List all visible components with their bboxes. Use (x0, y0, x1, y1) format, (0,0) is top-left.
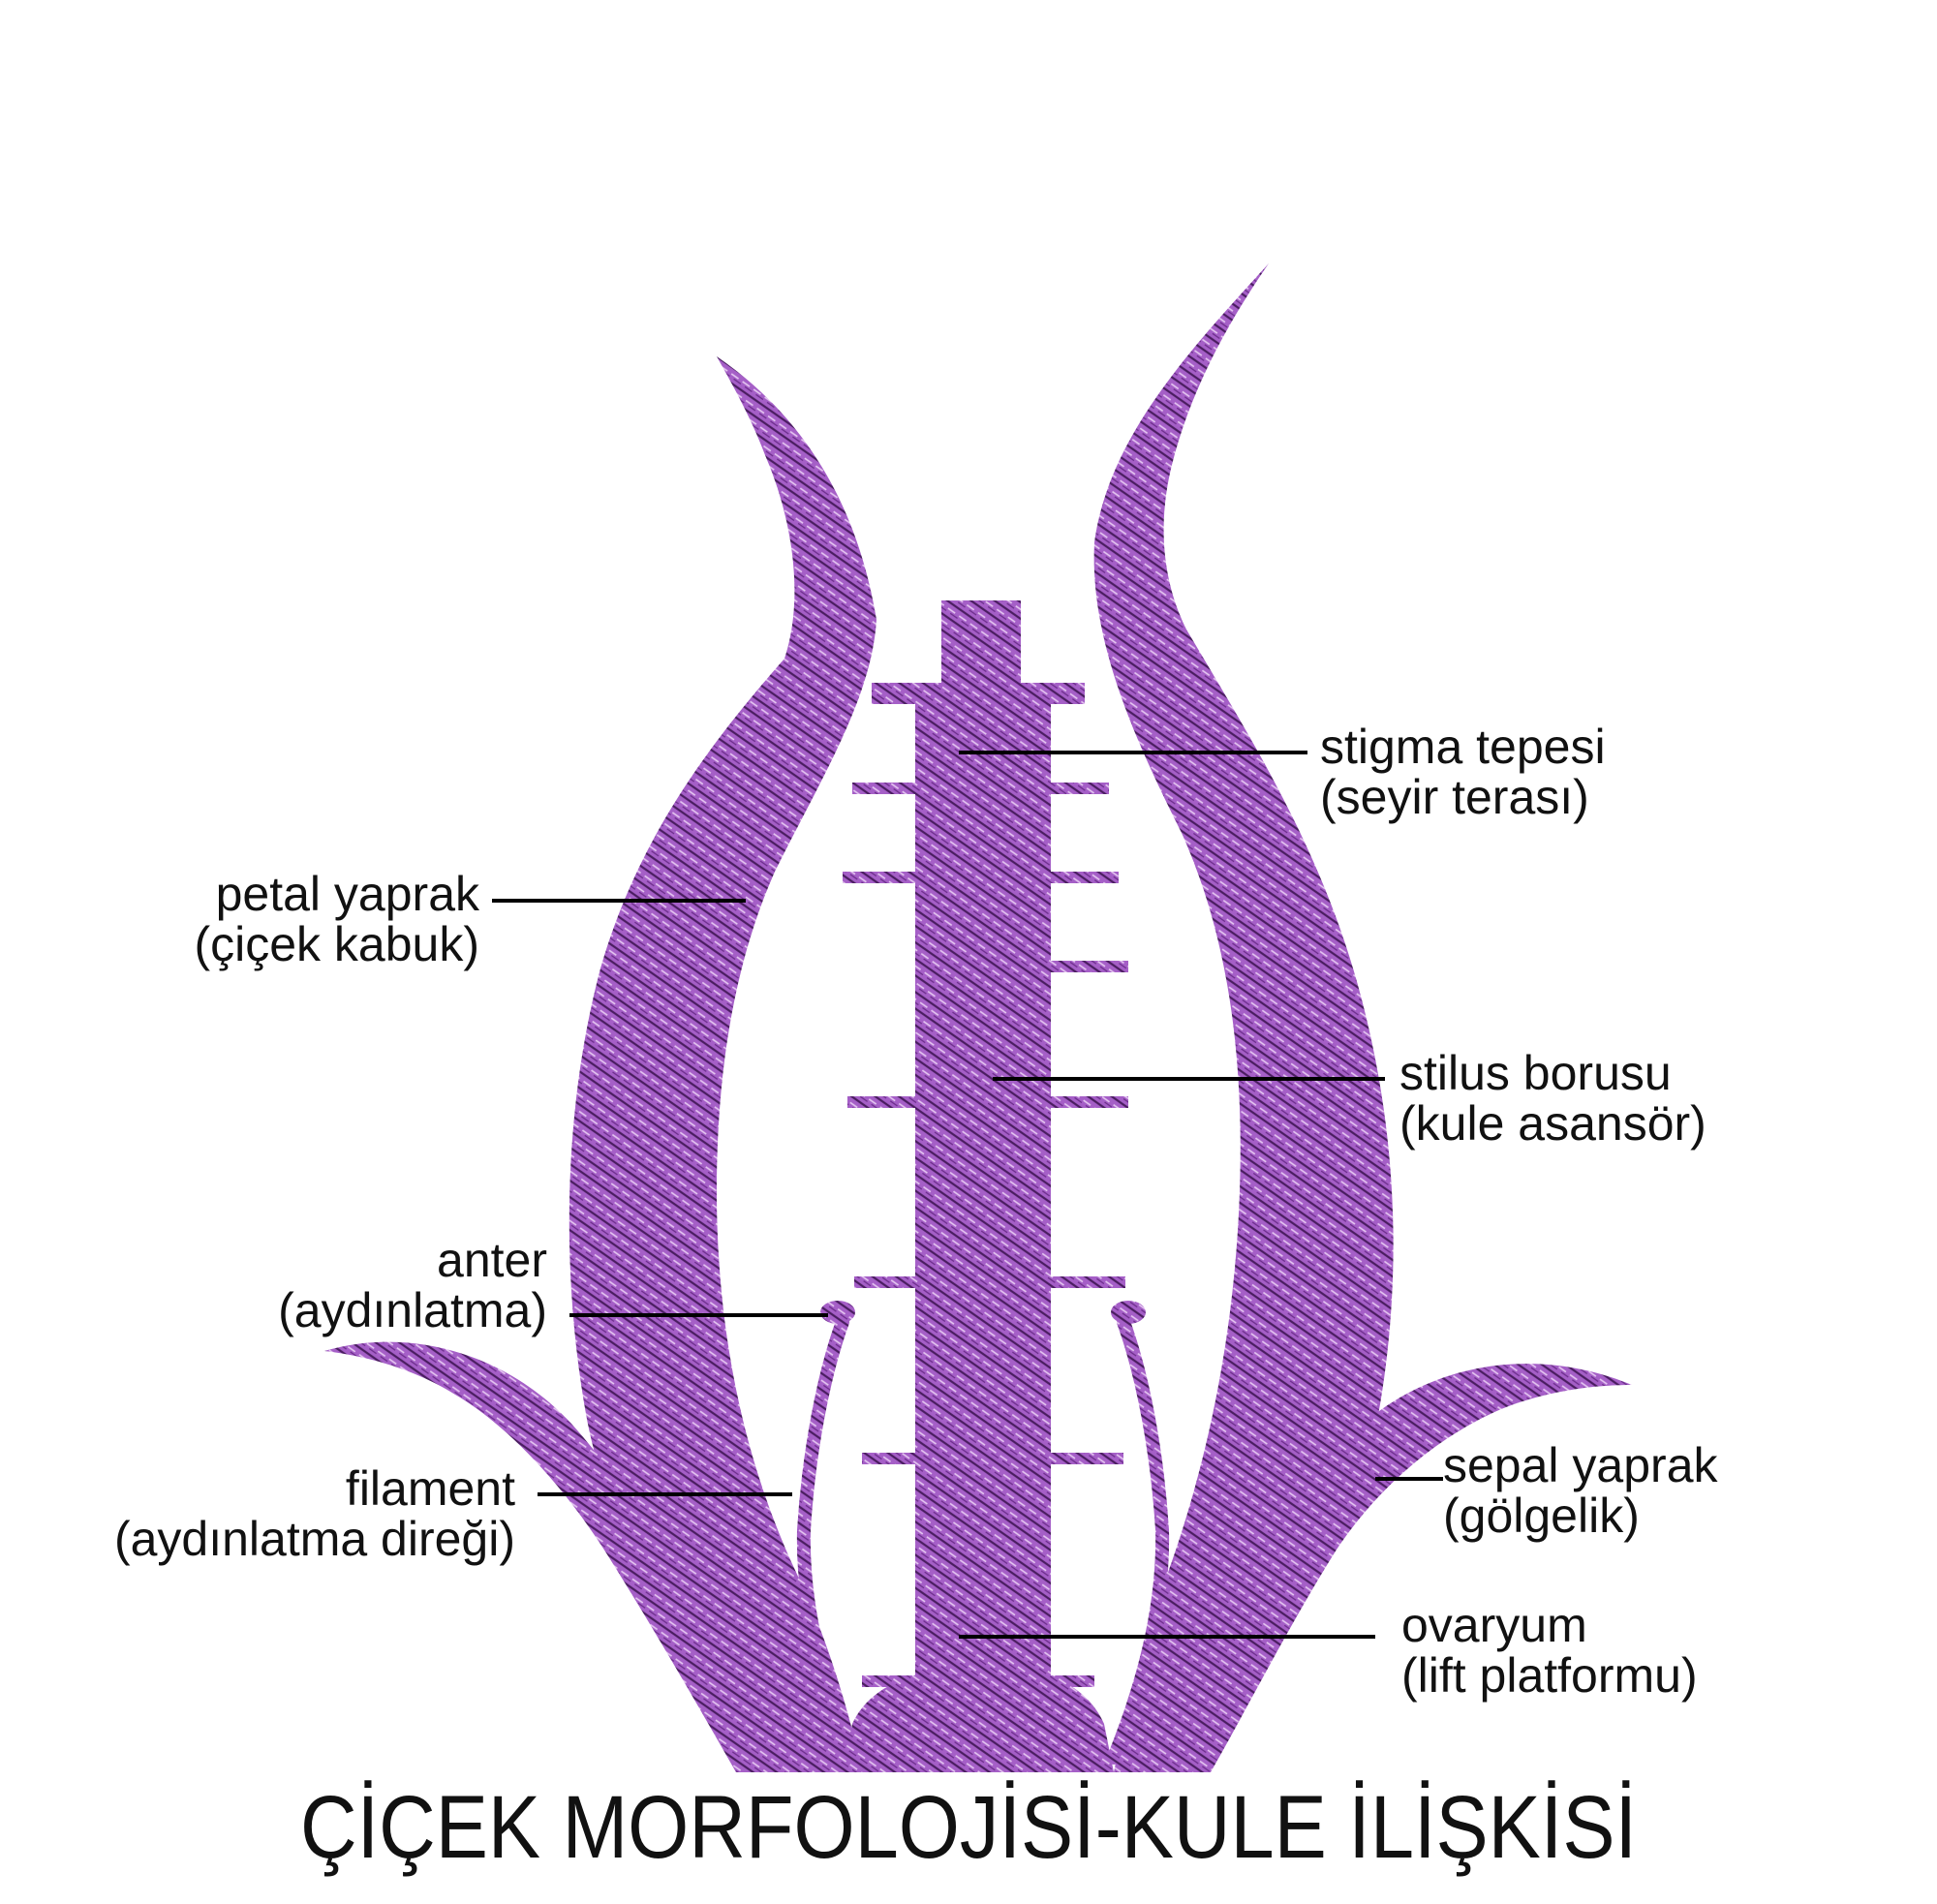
label-filament-line1: filament (346, 1461, 515, 1516)
flower-body (324, 263, 1632, 1772)
left-filament-shape (796, 1315, 859, 1765)
label-stigma: stigma tepesi (seyir terası) (1320, 720, 1606, 824)
right-filament-shape (1107, 1315, 1170, 1765)
label-sepal-line1: sepal yaprak (1443, 1438, 1718, 1492)
right-anther-shape (1111, 1301, 1146, 1324)
stamens (796, 1315, 1170, 1765)
label-petal: petal yaprak (çiçek kabuk) (194, 867, 480, 971)
label-ovaryum-line2: (lift platformu) (1401, 1648, 1698, 1703)
right-petal-shape (1093, 263, 1394, 1772)
label-sepal-line2: (gölgelik) (1443, 1489, 1640, 1543)
label-filament: filament (aydınlatma direği) (114, 1461, 515, 1566)
label-ovaryum-line1: ovaryum (1401, 1598, 1587, 1652)
label-stilus-line1: stilus borusu (1399, 1046, 1672, 1100)
label-anter-line1: anter (437, 1233, 547, 1287)
label-anter: anter (aydınlatma) (278, 1233, 547, 1337)
tower-upper-shaft (915, 688, 1051, 1724)
label-ovaryum: ovaryum (lift platformu) (1401, 1598, 1698, 1703)
page-title: ÇİÇEK MORFOLOJİSİ-KULE İLİŞKİSİ (300, 1778, 1637, 1877)
label-petal-line2: (çiçek kabuk) (194, 917, 479, 971)
left-sepal-shape (324, 1341, 765, 1772)
anthers (820, 1301, 1146, 1324)
stigma-terrace-shape (872, 683, 1085, 704)
floor-bars (843, 783, 1128, 1687)
label-sepal: sepal yaprak (gölgelik) (1443, 1438, 1718, 1543)
label-stilus-line2: (kule asansör) (1399, 1096, 1706, 1151)
leader-lines (492, 751, 1443, 1639)
label-stilus: stilus borusu (kule asansör) (1399, 1046, 1706, 1151)
label-stigma-line2: (seyir terası) (1320, 770, 1589, 824)
left-petal-shape (569, 356, 876, 1772)
label-stigma-line1: stigma tepesi (1320, 720, 1606, 774)
left-anther-shape (820, 1301, 855, 1324)
label-petal-line1: petal yaprak (216, 867, 480, 921)
label-anter-line2: (aydınlatma) (278, 1283, 547, 1337)
ovary-base-shape (843, 1666, 1114, 1772)
label-filament-line2: (aydınlatma direği) (114, 1512, 515, 1566)
